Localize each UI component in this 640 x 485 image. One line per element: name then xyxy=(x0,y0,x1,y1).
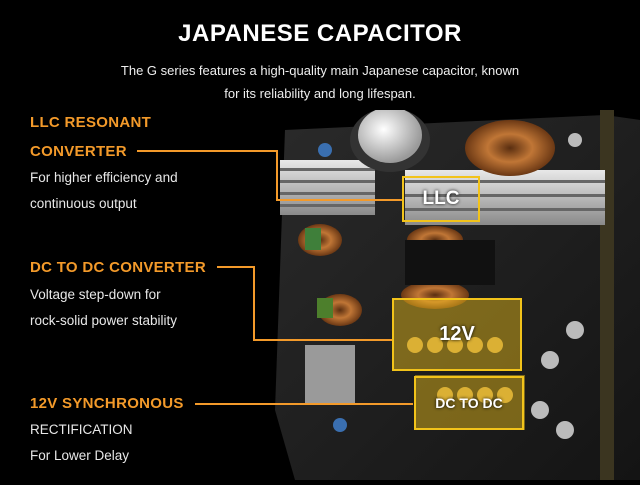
subtitle: The G series features a high-quality mai… xyxy=(100,59,540,105)
main-capacitor xyxy=(358,107,422,163)
leader-line-llc-horizontal xyxy=(137,150,277,152)
feature-12v-heading: 12V SYNCHRONOUS xyxy=(30,395,184,412)
connector xyxy=(305,345,355,405)
leader-line-dcdc-to-box xyxy=(253,339,393,341)
subtitle-line-1: The G series features a high-quality mai… xyxy=(120,63,520,78)
feature-dcdc-desc-line-2: rock-solid power stability xyxy=(30,313,178,328)
inductor-4 xyxy=(401,281,469,309)
callout-12v: 12V xyxy=(392,298,522,371)
callout-dc-to-dc: DC TO DC xyxy=(414,376,524,430)
small-capacitors xyxy=(318,133,584,439)
leader-line-dcdc-vertical xyxy=(253,266,255,341)
psu-board-image xyxy=(255,107,640,480)
feature-12v-desc-line-2: For Lower Delay xyxy=(30,448,130,463)
heatsink xyxy=(280,160,605,225)
feature-12v-description: RECTIFICATION For Lower Delay xyxy=(30,417,133,469)
leader-line-12v xyxy=(195,403,413,405)
leader-line-llc-to-box xyxy=(276,199,402,201)
feature-12v-desc-line-1: RECTIFICATION xyxy=(30,422,133,437)
leader-line-llc-vertical xyxy=(276,150,278,200)
green-choke xyxy=(305,228,321,250)
callout-llc: LLC xyxy=(402,176,480,222)
feature-llc-desc-line-2: continuous output xyxy=(30,196,137,211)
main-inductor xyxy=(465,120,555,176)
feature-dcdc-description: Voltage step-down for rock-solid power s… xyxy=(30,282,177,334)
subtitle-line-2: for its reliability and long lifespan. xyxy=(224,86,416,101)
feature-dcdc-desc-line-1: Voltage step-down for xyxy=(30,287,161,302)
leader-line-dcdc-horizontal xyxy=(217,266,255,268)
page-title: JAPANESE CAPACITOR xyxy=(178,20,462,47)
transformer xyxy=(405,240,495,285)
psu-board-illustration xyxy=(275,107,640,480)
feature-llc-description: For higher efficiency and continuous out… xyxy=(30,165,178,217)
feature-dcdc-heading: DC TO DC CONVERTER xyxy=(30,259,206,276)
feature-llc-desc-line-1: For higher efficiency and xyxy=(30,170,178,185)
green-choke-2 xyxy=(317,298,333,318)
dcdc-highlight xyxy=(415,375,525,430)
feature-llc-heading-line-2: CONVERTER xyxy=(30,143,127,160)
board-edge xyxy=(600,110,614,480)
12v-highlight xyxy=(392,298,522,370)
feature-llc-heading-line-1: LLC RESONANT xyxy=(30,114,152,131)
